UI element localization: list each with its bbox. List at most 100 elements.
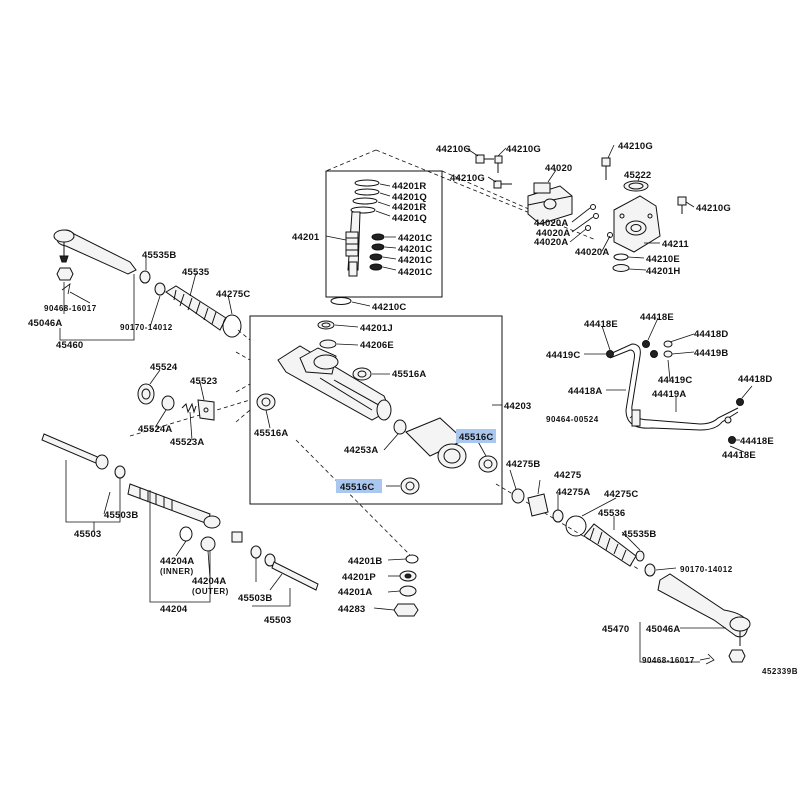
spring-44201a xyxy=(399,585,417,597)
label-44201c-4: 44201C xyxy=(398,267,432,278)
tie-rod-end-45046a-right xyxy=(657,573,751,646)
ring-44275a xyxy=(552,509,564,523)
label-44201c-1: 44201C xyxy=(398,233,432,244)
bush-44201j xyxy=(317,320,335,330)
seal-44253a xyxy=(393,419,407,435)
label-45516c-1: 45516C xyxy=(459,432,493,443)
leader-lines xyxy=(59,144,753,663)
label-90170-left: 90170-14012 xyxy=(120,323,173,332)
seal-44206e xyxy=(319,339,337,349)
control-valve-44020 xyxy=(527,182,573,225)
stopper xyxy=(231,531,243,543)
label-44201a: 44201A xyxy=(338,587,372,598)
label-inner: (INNER) xyxy=(160,567,194,576)
label-45470: 45470 xyxy=(602,624,629,635)
bush-44204a-inner xyxy=(179,526,193,542)
label-44201r-2: 44201R xyxy=(392,202,426,213)
nut-left xyxy=(56,267,74,281)
label-outer: (OUTER) xyxy=(192,587,229,596)
seals-44020a xyxy=(585,204,613,238)
label-44020a-1: 44020A xyxy=(534,218,568,229)
bush-45524 xyxy=(137,383,155,405)
label-45222: 45222 xyxy=(624,170,651,181)
label-45536: 45536 xyxy=(598,508,625,519)
rack-housing-box xyxy=(249,315,503,505)
label-44418d-2: 44418D xyxy=(738,374,772,385)
claw-washer-45503b-right xyxy=(250,545,262,559)
cap-45222 xyxy=(623,180,649,192)
label-44201b: 44201B xyxy=(348,556,382,567)
label-44253a: 44253A xyxy=(344,445,378,456)
bolt-44210g-2 xyxy=(494,155,503,173)
label-44210g-3: 44210G xyxy=(450,173,485,184)
label-44211: 44211 xyxy=(662,239,689,250)
label-45503b-right: 45503B xyxy=(238,593,272,604)
labels: 44210G 44210G 44210G 44210G 44210G 44020… xyxy=(28,141,798,676)
insulator-45516c-lower xyxy=(400,477,420,495)
bracket-90464 xyxy=(631,409,641,427)
bearing-44201b xyxy=(405,554,419,564)
label-45516c-2: 45516C xyxy=(340,482,374,493)
label-44419c-2: 44419C xyxy=(658,375,692,386)
label-45460: 45460 xyxy=(56,340,83,351)
label-44275c-left: 44275C xyxy=(216,289,250,300)
label-44201r-1: 44201R xyxy=(392,181,426,192)
label-44201h: 44201H xyxy=(646,266,680,277)
label-44210g-5: 44210G xyxy=(696,203,731,214)
guide-44201p xyxy=(399,570,417,582)
o-ring-44210c xyxy=(330,297,352,305)
label-45503-left: 45503 xyxy=(74,529,101,540)
label-45046a-right: 45046A xyxy=(646,624,680,635)
rack-housing-44203 xyxy=(277,345,392,421)
clip-45535b-right xyxy=(635,550,645,562)
label-44283: 44283 xyxy=(338,604,365,615)
label-44203: 44203 xyxy=(504,401,531,412)
label-45535-left: 45535 xyxy=(182,267,210,278)
rack-44204 xyxy=(127,483,221,529)
label-90170-right: 90170-14012 xyxy=(680,565,733,574)
bolt-44210g-3 xyxy=(493,180,512,189)
rack-end-45503-right xyxy=(264,553,319,591)
label-44201: 44201 xyxy=(292,232,320,243)
cotter-pin-right xyxy=(705,653,715,665)
label-45523a: 45523A xyxy=(170,437,204,448)
clamp-90170-right xyxy=(644,563,656,577)
label-45523: 45523 xyxy=(190,376,217,387)
label-44201q-2: 44201Q xyxy=(392,213,427,224)
label-44275b: 44275B xyxy=(506,459,540,470)
diagram-id: 452339B xyxy=(762,667,798,676)
clamp-44275c-left xyxy=(222,314,242,338)
bush-44275 xyxy=(527,493,549,517)
plug-44283 xyxy=(393,603,419,617)
label-90468-left: 90468-16017 xyxy=(44,304,97,313)
label-44210c: 44210C xyxy=(372,302,406,313)
label-45516a-2: 45516A xyxy=(254,428,288,439)
label-90464: 90464-00524 xyxy=(546,415,599,424)
label-45535b-left: 45535B xyxy=(142,250,176,261)
label-45524a: 45524A xyxy=(138,424,172,435)
label-44201q-1: 44201Q xyxy=(392,192,427,203)
label-44210g-2: 44210G xyxy=(506,144,541,155)
label-45524: 45524 xyxy=(150,362,178,373)
bracket-45523 xyxy=(197,399,215,421)
label-44020a-2: 44020A xyxy=(536,228,570,239)
rack-end-45503-left xyxy=(41,433,109,470)
seal-44201h xyxy=(612,264,630,272)
label-45503b-left: 45503B xyxy=(104,510,138,521)
label-44020: 44020 xyxy=(545,163,572,174)
bolt-44210g-4 xyxy=(601,157,611,180)
label-44210g-1: 44210G xyxy=(436,144,471,155)
clamp-44275c-right xyxy=(565,515,587,537)
label-44418e-3: 44418E xyxy=(740,436,774,447)
clamp-90170-left xyxy=(154,282,166,296)
o-rings-44201r-q xyxy=(350,179,380,214)
label-44275a: 44275A xyxy=(556,487,590,498)
label-44419c-1: 44419C xyxy=(546,350,580,361)
label-44419a: 44419A xyxy=(652,389,686,400)
label-44210g-4: 44210G xyxy=(618,141,653,152)
label-44206e: 44206E xyxy=(360,340,394,351)
cotter-pin-left xyxy=(61,283,71,295)
ring-44210e xyxy=(613,253,629,261)
label-44210e: 44210E xyxy=(646,254,680,265)
spring-45524a xyxy=(161,395,175,411)
